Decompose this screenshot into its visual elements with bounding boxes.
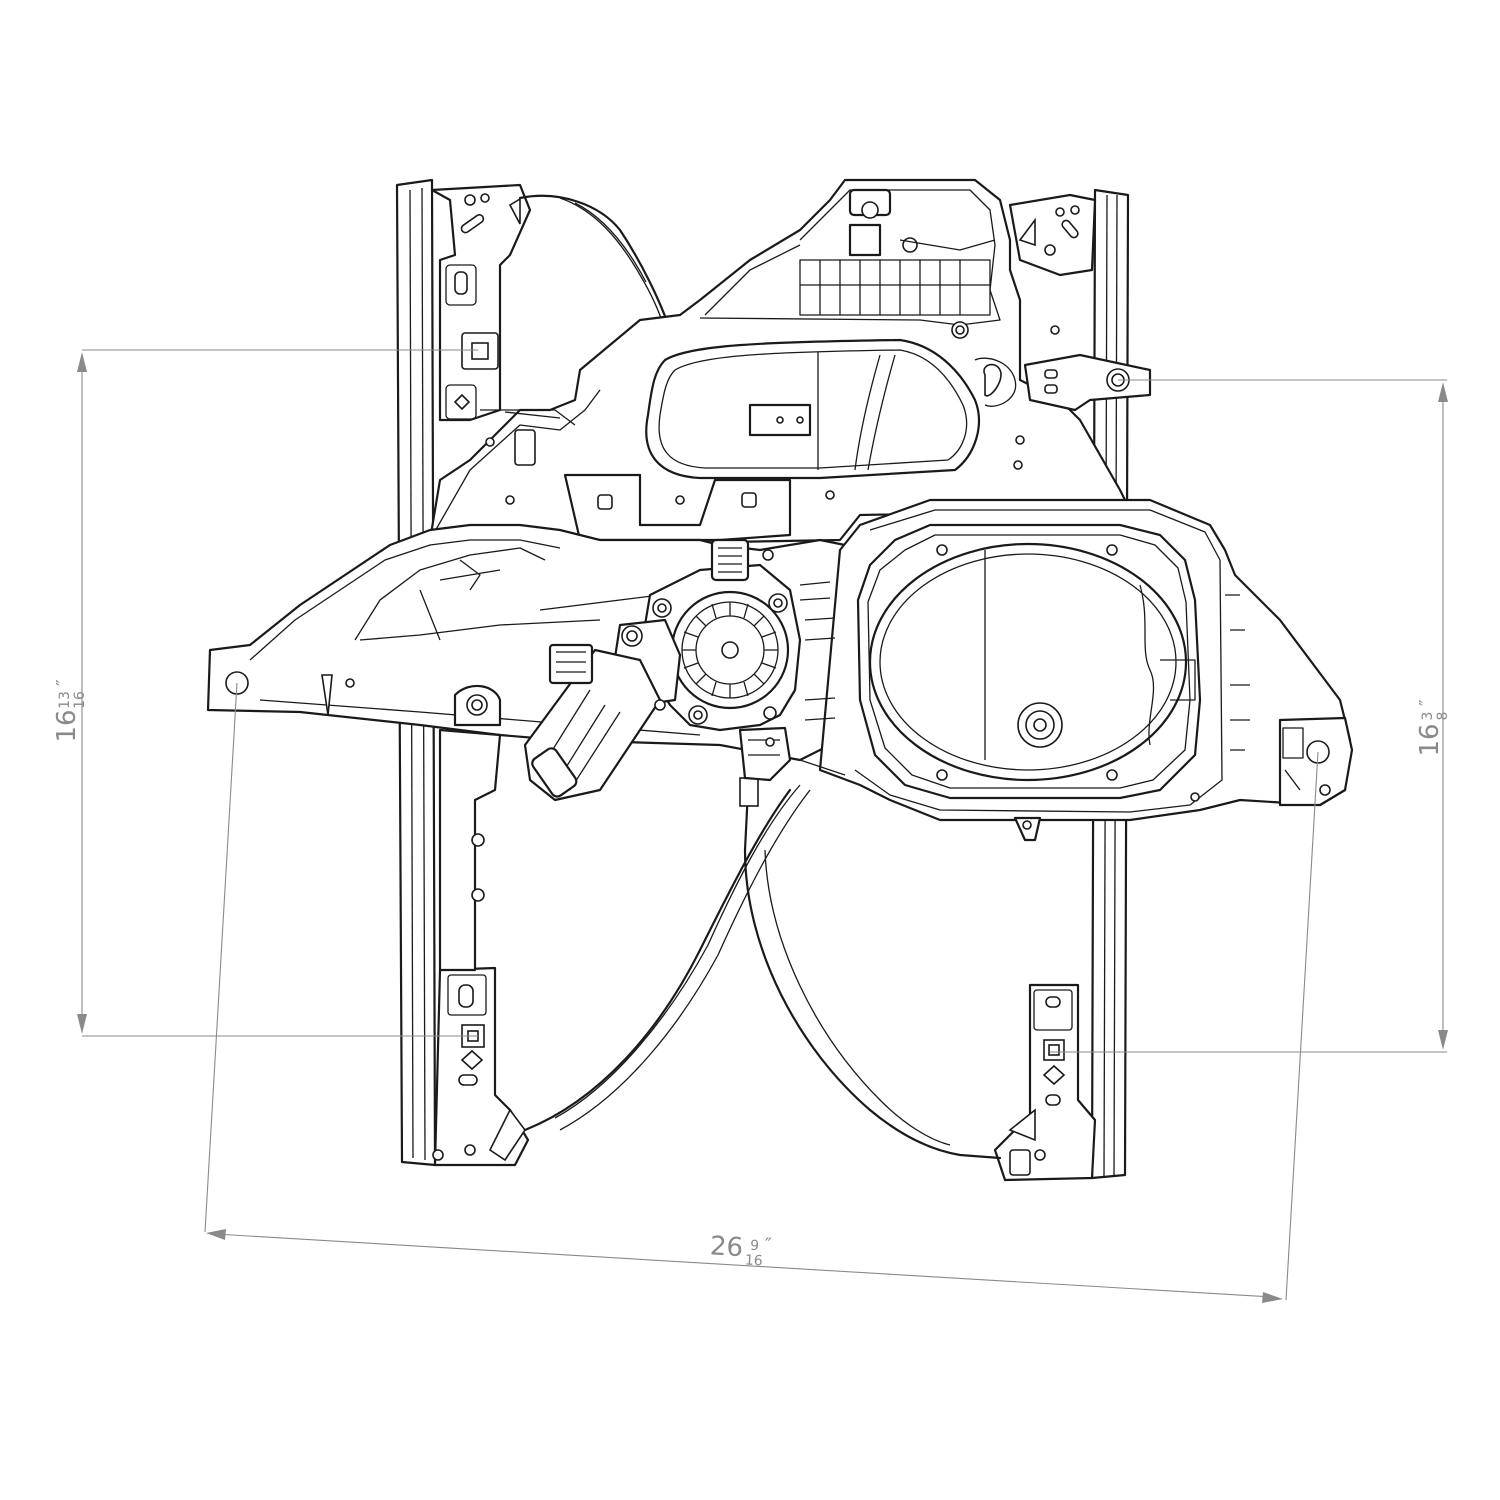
left-lower-bracket bbox=[432, 966, 530, 1167]
lower-cables bbox=[523, 777, 1002, 1160]
width-unit: ″ bbox=[764, 1235, 772, 1256]
right-mount-tab bbox=[1023, 353, 1152, 412]
left-height-label: 16 13 16 ″ bbox=[52, 679, 88, 743]
left-upper-bracket bbox=[430, 183, 532, 422]
right-lower-bracket bbox=[993, 983, 1097, 1182]
right-height-denominator: 8 bbox=[1435, 712, 1451, 721]
speaker-housing bbox=[799, 498, 1352, 842]
right-height-numerator: 3 bbox=[1420, 712, 1436, 721]
width-numerator: 9 bbox=[750, 1238, 760, 1255]
right-height-whole: 16 bbox=[1415, 723, 1445, 756]
left-height-whole: 16 bbox=[52, 709, 82, 742]
width-denominator: 16 bbox=[744, 1252, 763, 1269]
left-height-denominator: 16 bbox=[72, 691, 88, 709]
width-dimension bbox=[204, 682, 1319, 1303]
left-lower-arm-extension bbox=[438, 728, 502, 972]
right-corner-mount bbox=[1278, 716, 1354, 807]
upper-cables bbox=[518, 194, 672, 332]
left-height-dimension bbox=[77, 349, 478, 1037]
right-height-dimension bbox=[1050, 379, 1448, 1053]
left-height-unit: ″ bbox=[53, 679, 74, 686]
main-carrier-plate bbox=[418, 178, 1132, 562]
width-whole: 26 bbox=[709, 1231, 744, 1263]
right-height-label: 16 3 8 ″ bbox=[1415, 699, 1451, 757]
left-height-numerator: 13 bbox=[57, 691, 73, 709]
width-label: 26 9 16 ″ bbox=[709, 1231, 772, 1269]
window-motor bbox=[523, 538, 802, 802]
right-height-unit: ″ bbox=[1416, 699, 1437, 706]
right-upper-bracket bbox=[1008, 193, 1097, 277]
